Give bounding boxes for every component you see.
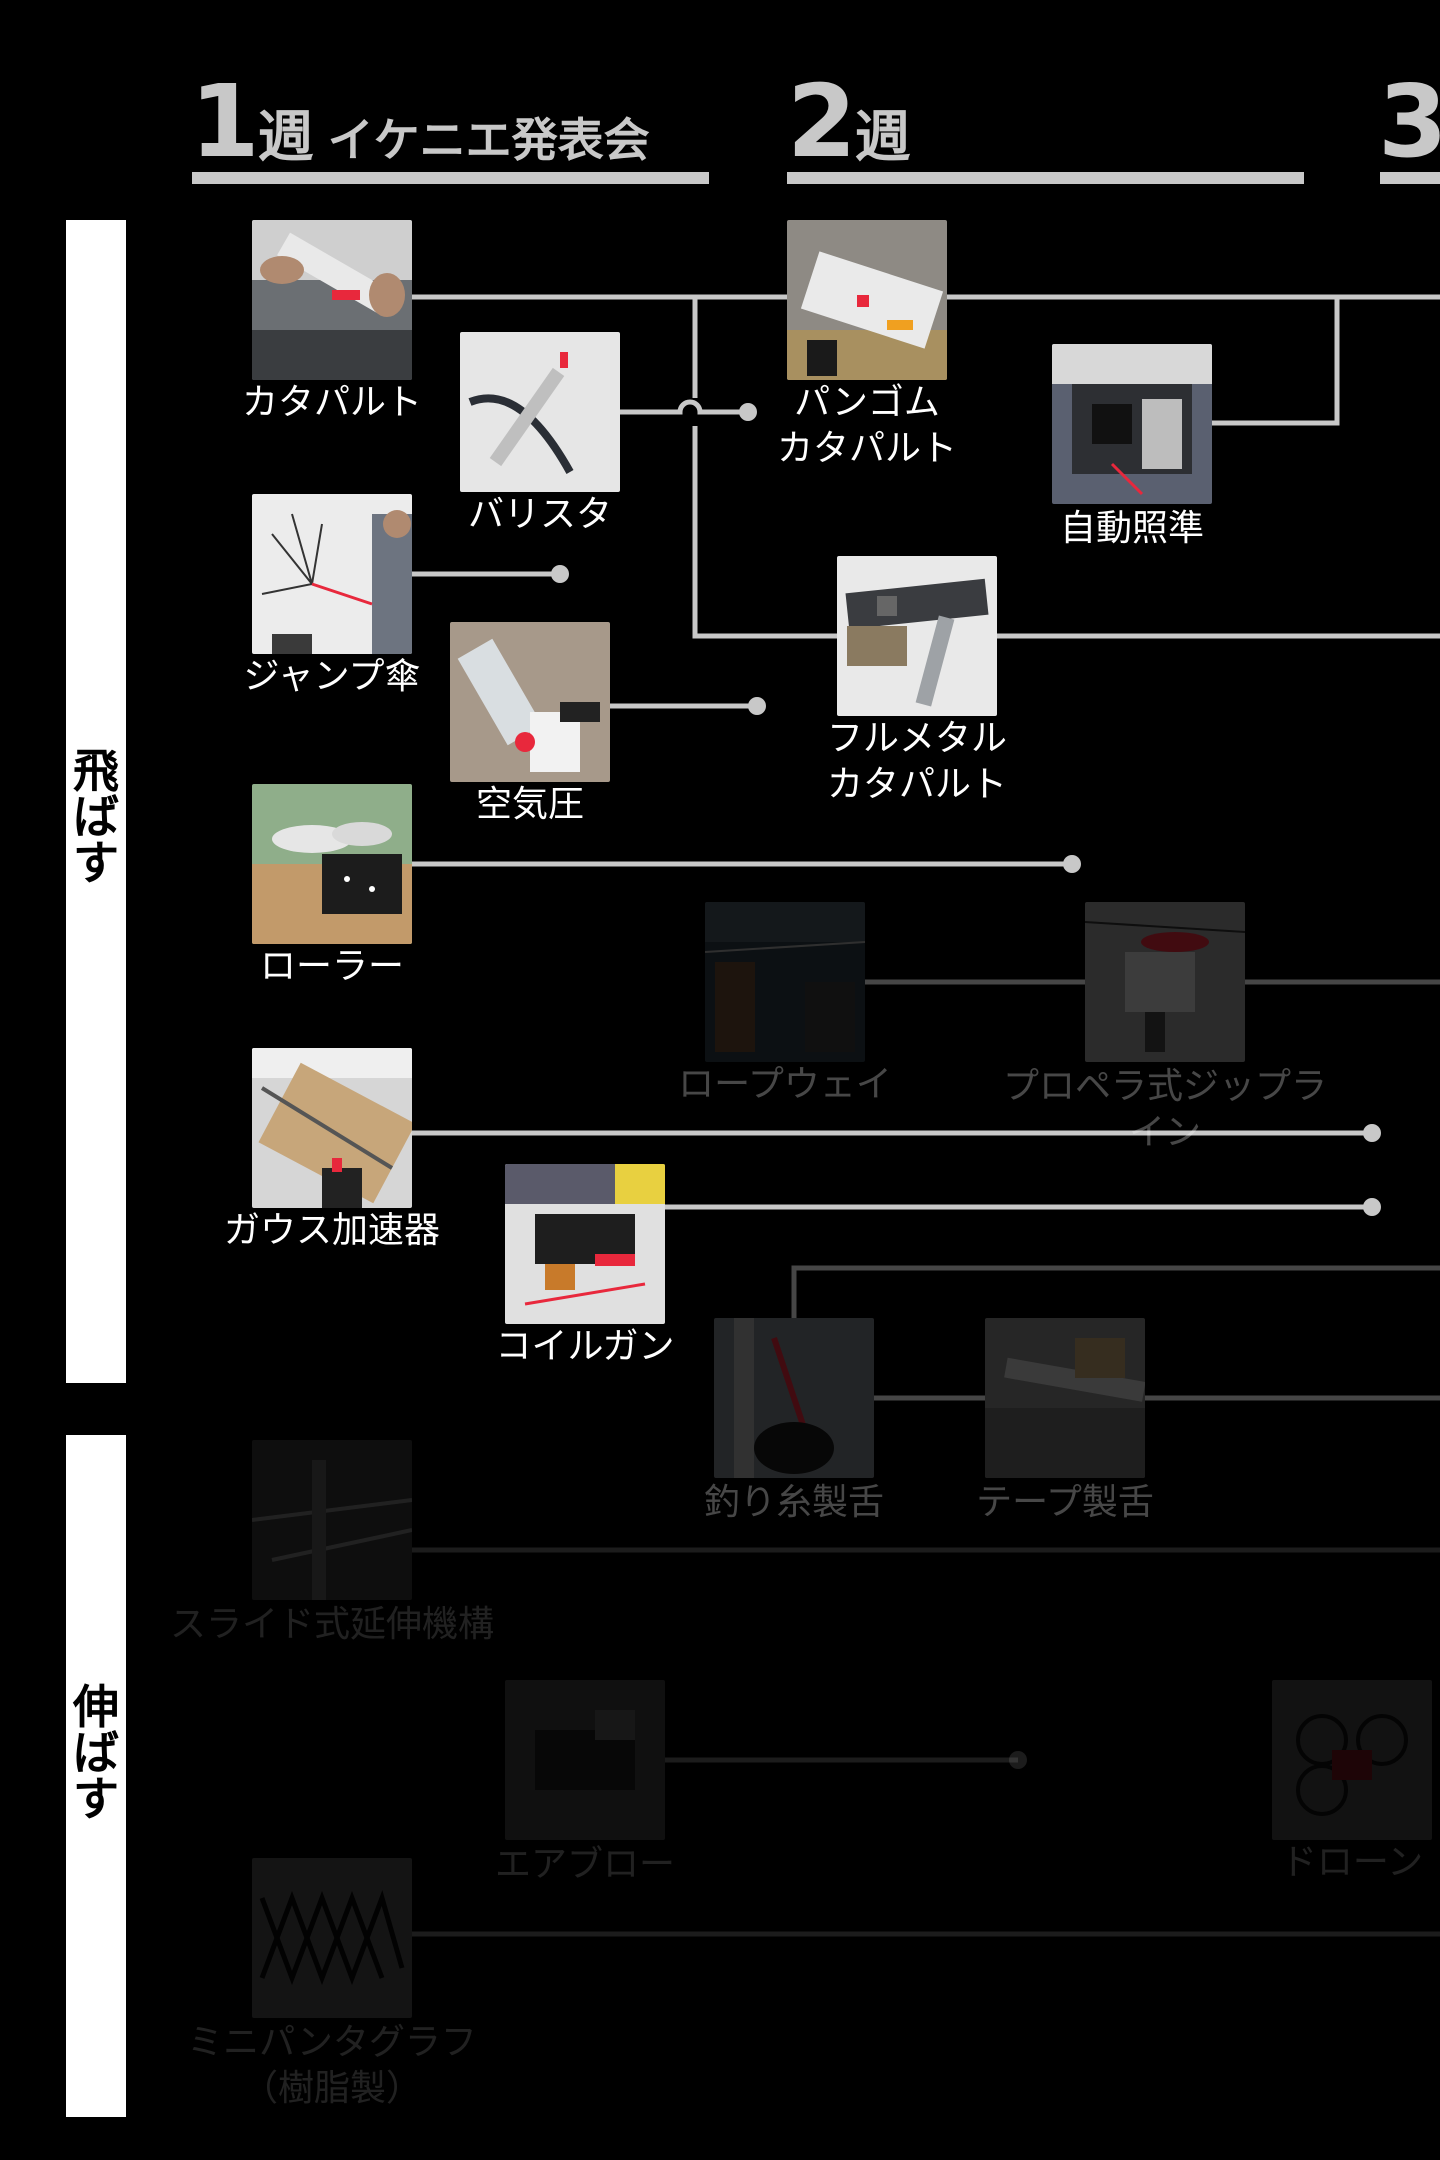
week-1-bar [192,172,709,184]
coilgun-label: コイルガン [495,1326,675,1367]
slide-photo [252,1440,412,1600]
pangomu-label: パンゴム カタパルト [776,382,957,469]
drone-label: ドローン [1280,1842,1424,1883]
week-3-header: 3 [1378,72,1440,172]
air-blow-label: エアブロー [494,1844,675,1885]
week-2-header: 2週 [787,72,911,173]
week-1-header: 1週イケニエ発表会 [190,72,650,173]
week-3-bar [1380,172,1440,184]
dot-roller-end [1063,855,1081,873]
pangomu-photo [787,220,947,380]
coilgun-photo [505,1164,665,1324]
auto-aim-label: 自動照準 [1059,508,1204,549]
propeller-zipline-label: プロペラ式ジップライン [1002,1066,1327,1153]
drone-photo [1272,1680,1432,1840]
category-label-extend: 伸ばす [73,1680,119,1826]
propeller-zipline-photo [1085,902,1245,1062]
ropeway-photo [705,902,865,1062]
dot-ballista-end [739,403,757,421]
dot-jump-umbrella-end [551,565,569,583]
tape-label: テープ製舌 [976,1482,1154,1523]
dot-coilgun-end [1363,1198,1381,1216]
gauss-label: ガウス加速器 [223,1210,440,1251]
link-branch-fullmetal [692,297,837,639]
dot-air-blow-end [1009,1751,1027,1769]
jump-umbrella-label: ジャンプ傘 [243,656,421,697]
mini-pantograph-photo [252,1858,412,2018]
fishing-line-photo [714,1318,874,1478]
ropeway-label: ロープウェイ [678,1064,892,1105]
catapult-photo [252,220,412,380]
jump-umbrella-photo [252,494,412,654]
full-metal-photo [837,556,997,716]
dot-gauss-end [1363,1124,1381,1142]
gauss-photo [252,1048,412,1208]
air-pressure-photo [450,622,610,782]
tape-photo [985,1318,1145,1478]
category-bar-extend [66,1435,126,2117]
dot-air-pressure-end [748,697,766,715]
auto-aim-photo [1052,344,1212,504]
slide-label: スライド式延伸機構 [169,1604,494,1645]
ballista-label: バリスタ [467,494,612,535]
week-1-number: 1 [190,63,260,180]
catapult-label: カタパルト [241,382,422,423]
week-2-bar [787,172,1304,184]
air-pressure-label: 空気圧 [475,784,584,825]
mini-pantograph-label: ミニパンタグラフ （樹脂製） [187,2022,477,2109]
category-label-fly: 飛ばす [73,744,119,890]
week-3-number: 3 [1378,63,1440,180]
week-1-subtitle: イケニエ発表会 [327,113,650,167]
roller-photo [252,784,412,944]
air-blow-photo [505,1680,665,1840]
fishing-line-label: 釣り糸製舌 [703,1482,884,1523]
link-ballista-branch [620,399,748,415]
category-bar-fly [66,220,126,1383]
link-fishing-up [791,1265,1440,1318]
full-metal-label: フルメタル カタパルト [826,718,1007,805]
link-auto-aim-merge [1212,297,1340,426]
week-1-unit: 週 [257,105,314,170]
week-2-number: 2 [787,63,857,180]
week-2-unit: 週 [854,105,911,170]
ballista-photo [460,332,620,492]
roller-label: ローラー [259,946,404,987]
